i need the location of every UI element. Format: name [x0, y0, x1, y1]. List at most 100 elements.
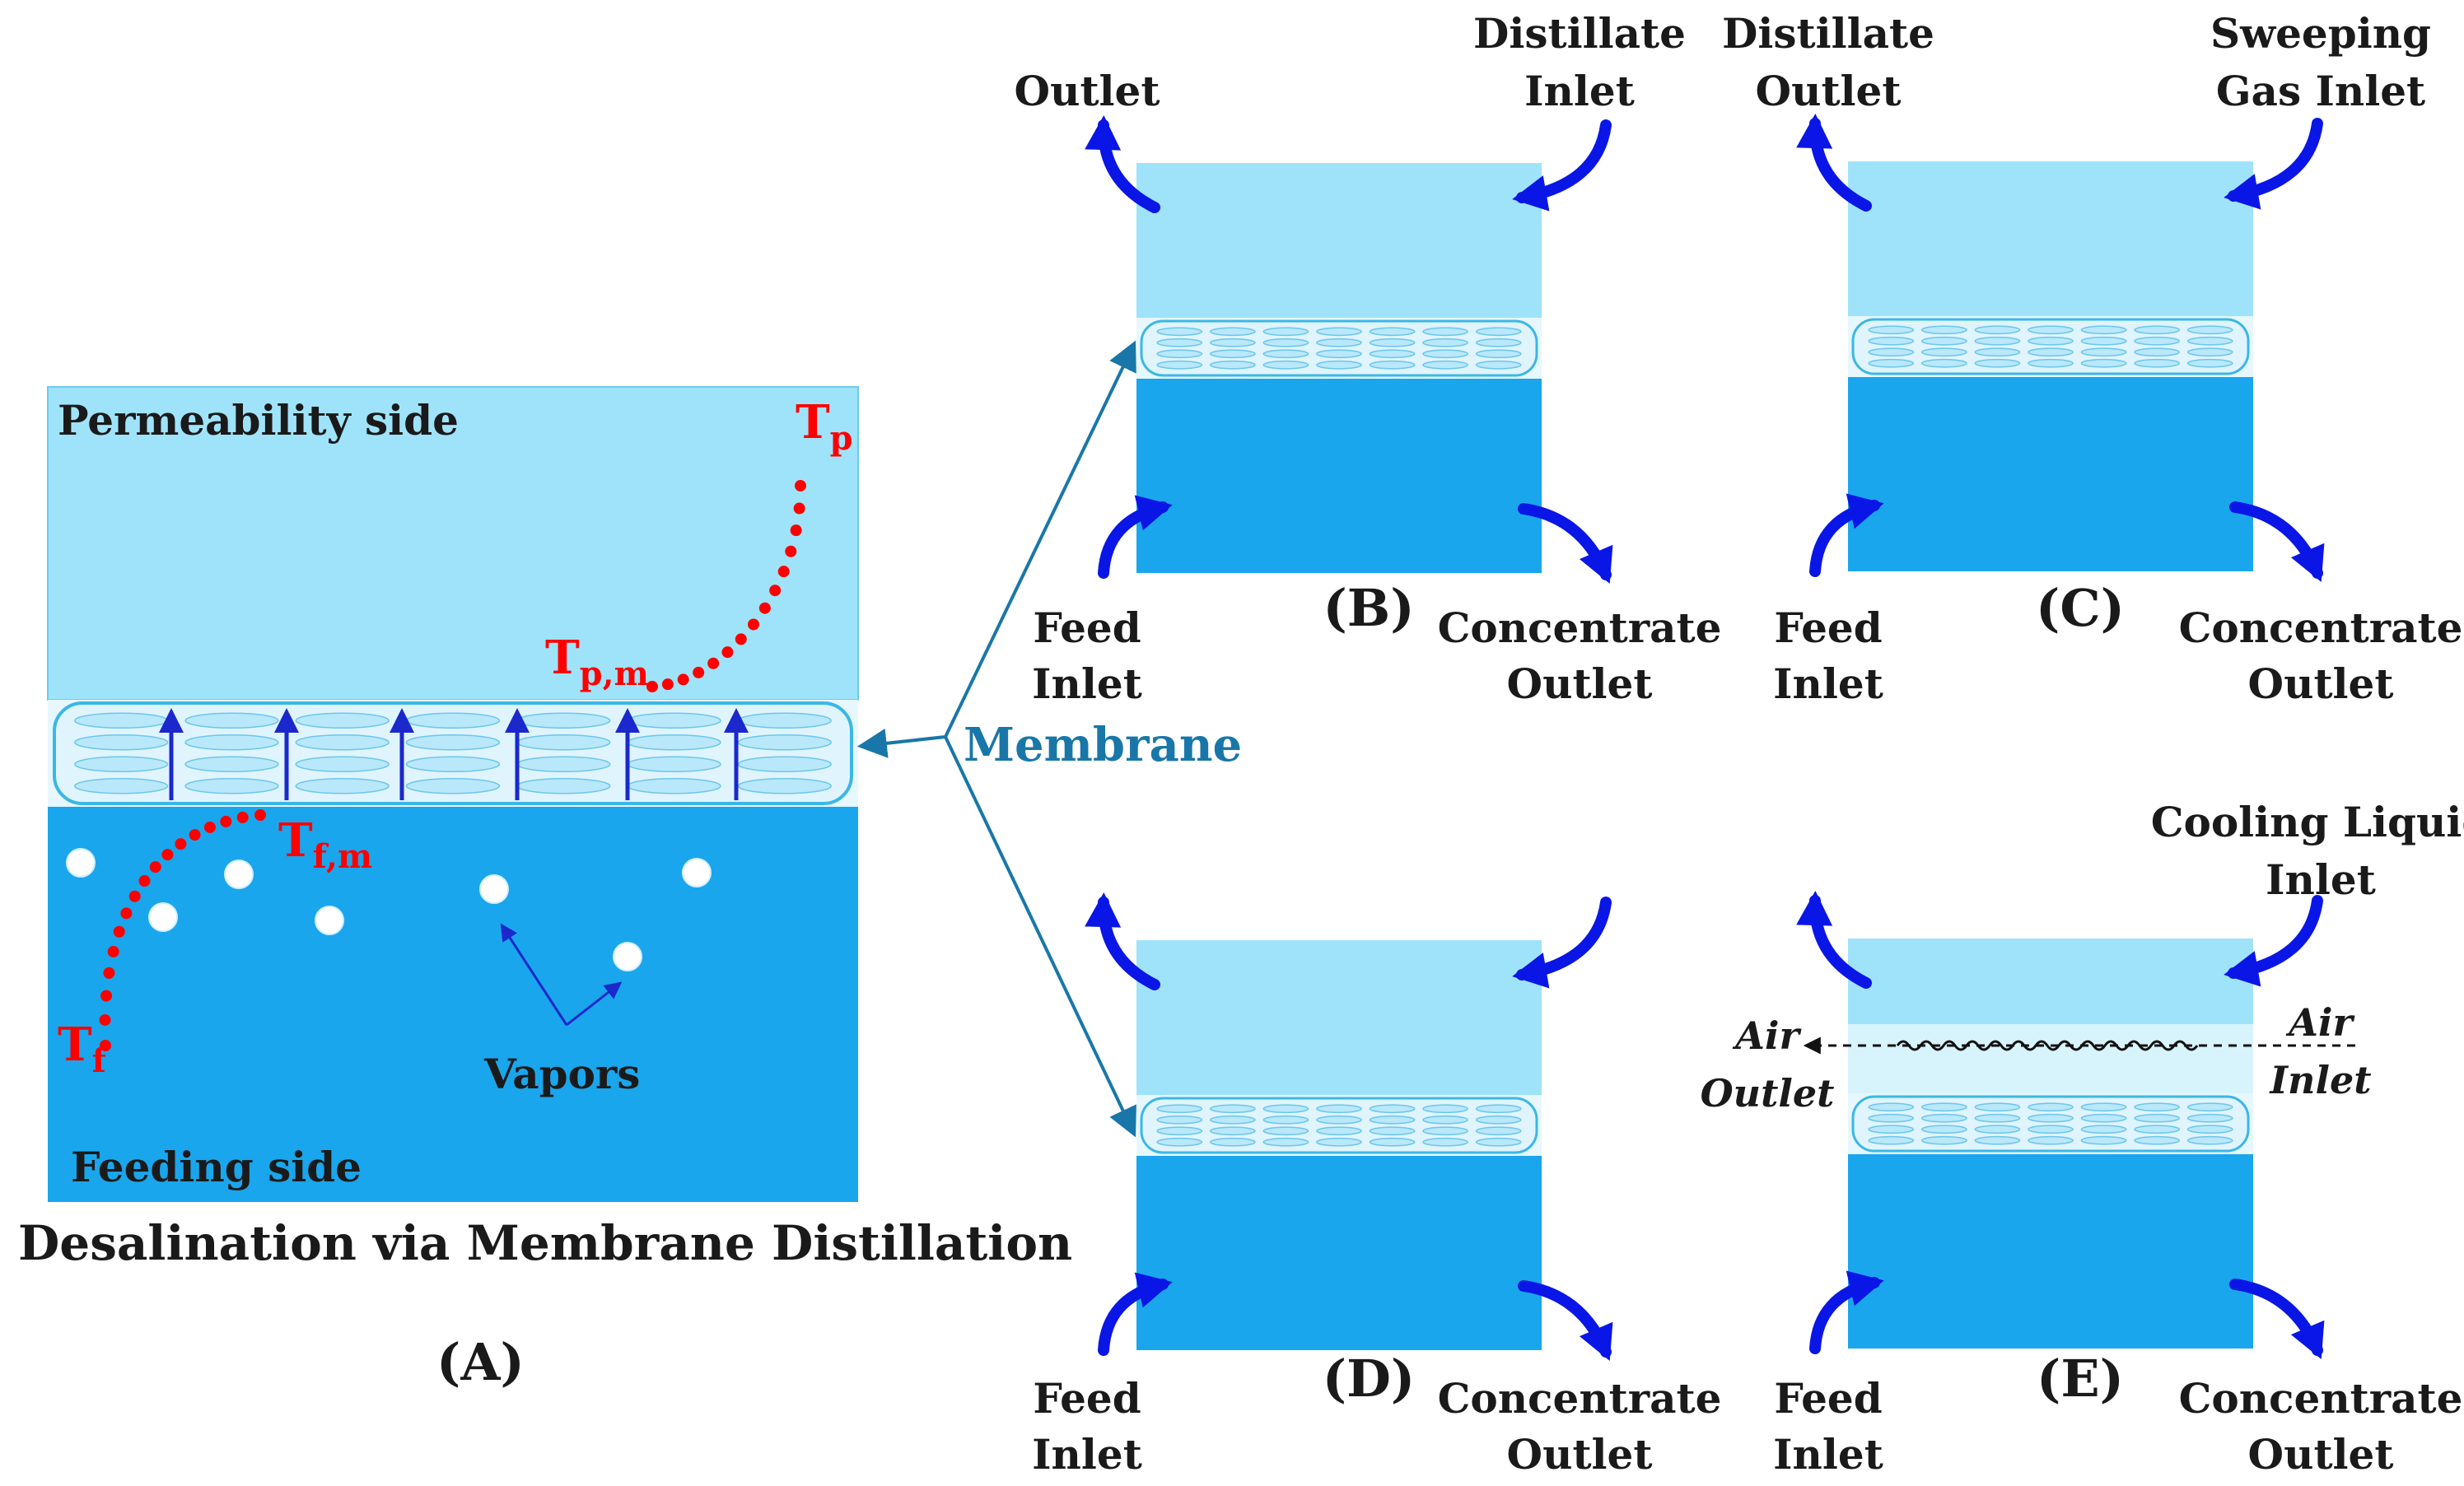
vapor-flux-arrows	[159, 708, 749, 800]
membrane-pore	[1475, 360, 1522, 370]
panel-d-tag: (D)	[1323, 1349, 1415, 1409]
membrane-pore	[1868, 336, 1915, 346]
permeate-channel	[1848, 161, 2253, 316]
inlet-arrow-head	[2224, 174, 2261, 210]
temperature-profile-dots	[99, 480, 806, 1051]
membrane-pore	[1920, 1125, 1967, 1134]
membrane-pore	[2134, 325, 2181, 335]
inlet-arrow-head	[2224, 951, 2261, 987]
membrane-pore	[1156, 338, 1203, 347]
membrane-pore	[1920, 347, 1967, 357]
permeate-side-label: Permeability side	[58, 396, 459, 445]
membrane-pore	[1868, 1135, 1915, 1145]
membrane-pore	[1422, 1126, 1469, 1136]
feed-inlet-arrow-head	[1846, 493, 1884, 529]
module-b-dcmd	[1085, 115, 1613, 585]
membrane-pore	[1369, 338, 1416, 347]
membrane-pore	[1475, 1126, 1522, 1136]
membrane-pore	[737, 756, 833, 773]
c-bottom-right-label-2: Outlet	[2248, 659, 2394, 708]
air-gap-wave	[1896, 1040, 2199, 1051]
membrane-pore	[1316, 1126, 1362, 1136]
membrane-pointer	[856, 340, 1136, 1138]
membrane-pore	[2080, 1125, 2127, 1134]
module-e-agmd	[1796, 891, 2355, 1360]
c-top-left-label-2: Outlet	[1756, 67, 1902, 115]
configuration-modules	[1085, 114, 2355, 1362]
membrane-pore	[2080, 336, 2127, 346]
membrane-pore	[1868, 1113, 1915, 1123]
temperature-dot	[254, 809, 266, 821]
membrane-pore	[2028, 325, 2074, 335]
membrane-pore	[627, 777, 721, 794]
membrane-pore	[2080, 358, 2127, 368]
membrane-pore	[2134, 336, 2181, 346]
membrane-pore	[2186, 1125, 2233, 1134]
e-air-inlet-label-1: Air	[2285, 1000, 2355, 1045]
membrane-pore	[1369, 360, 1416, 370]
membrane-pore	[73, 756, 169, 773]
module-c-sgmd	[1796, 114, 2325, 583]
temperature-dot	[128, 890, 141, 902]
temperature-dot	[100, 990, 113, 1002]
c-bottom-left-label-1: Feed	[1774, 603, 1882, 652]
e-bottom-left-label-2: Inlet	[1773, 1430, 1883, 1479]
permeate-chamber	[47, 386, 859, 701]
b-top-right-label-2: Inlet	[1524, 67, 1635, 115]
membrane-pore	[1920, 358, 1967, 368]
temperature-dot	[138, 875, 151, 887]
membrane-pore	[1262, 1104, 1309, 1114]
membrane-pore	[295, 734, 390, 751]
outlet-arrow-head	[1085, 892, 1122, 928]
membrane-pore	[1868, 1125, 1915, 1134]
e-bottom-right-label-1: Concentrate	[2179, 1374, 2463, 1423]
temperature-dot	[748, 618, 759, 631]
membrane-pore	[1369, 1126, 1416, 1136]
b-top-left-label: Outlet	[1015, 67, 1160, 115]
membrane-pore	[1262, 349, 1309, 359]
membrane-pore	[1475, 1137, 1522, 1147]
membrane-pore	[1316, 327, 1362, 337]
membrane-pore	[2080, 347, 2127, 357]
membrane-pore	[1974, 1125, 2021, 1134]
membrane-pore	[73, 712, 169, 729]
membrane-pore	[1156, 1137, 1203, 1147]
membrane-pore	[2134, 347, 2181, 357]
c-top-left-label-1: Distillate	[1722, 9, 1934, 58]
c-bottom-right-label-1: Concentrate	[2179, 603, 2463, 652]
membrane-pore	[2028, 1102, 2074, 1112]
membrane-pore	[2080, 325, 2127, 335]
membrane-pore	[1475, 338, 1522, 347]
temperature-dot	[646, 681, 658, 692]
membrane-pore	[1262, 1115, 1309, 1125]
temperature-dot	[735, 633, 747, 645]
c-bottom-left-label-2: Inlet	[1773, 659, 1883, 708]
vapors-pointer	[500, 923, 623, 1027]
membrane-pore	[1209, 1126, 1256, 1136]
membrane-pore	[2028, 358, 2074, 368]
membrane-pore	[2186, 1135, 2233, 1145]
concentrate-outlet-arrow-head	[2290, 543, 2325, 583]
panel-a: Permeability side Feeding side Tp Tp,m T…	[18, 386, 1072, 1392]
feed-channel	[1136, 1156, 1542, 1350]
membrane-pore	[1920, 1113, 1967, 1123]
membrane-pore	[1316, 349, 1362, 359]
membrane-pore	[627, 712, 721, 729]
temperature-dot	[693, 666, 705, 678]
membrane-pore	[1974, 358, 2021, 368]
membrane-pore	[1209, 327, 1256, 337]
membrane-pore	[737, 712, 833, 729]
membrane-pore	[2080, 1135, 2127, 1145]
membrane-pore	[1920, 336, 1967, 346]
concentrate-outlet-arrow-head	[2290, 1320, 2325, 1360]
temperature-dot	[790, 524, 802, 537]
membrane-body	[53, 701, 853, 805]
membrane-pore	[1422, 1104, 1469, 1114]
membrane-pore	[1156, 1115, 1203, 1125]
temperature-dot	[103, 967, 115, 979]
membrane-pore	[1422, 1137, 1469, 1147]
temperature-dot	[793, 502, 805, 515]
temperature-dot	[769, 585, 782, 597]
membrane-pore	[1974, 336, 2021, 346]
d-bottom-right-label-2: Outlet	[1507, 1430, 1653, 1479]
